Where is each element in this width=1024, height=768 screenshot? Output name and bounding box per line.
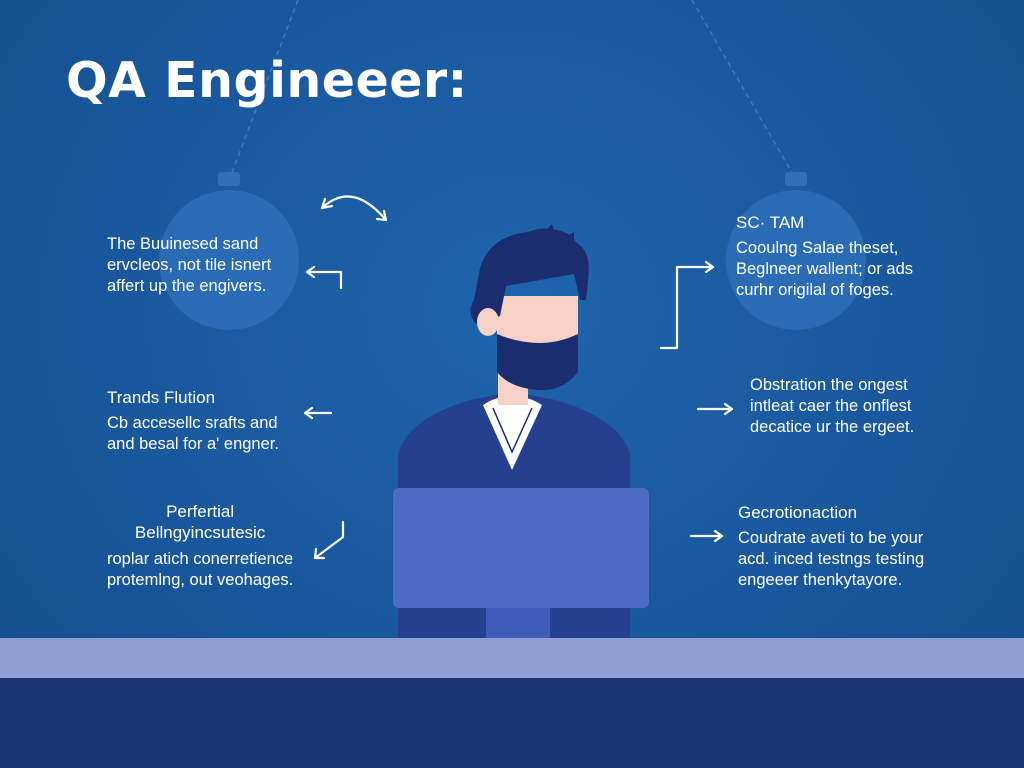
body-line: Beglneer wallent; or ads (736, 260, 914, 278)
body-line: affert up the engivers. (107, 277, 267, 295)
info-block-bottom-left: Perfertial Bellngyincsutesic roplar atic… (107, 501, 293, 591)
base-band (0, 678, 1024, 768)
body-line: roplar atich conerretience (107, 550, 294, 568)
body-line: engeeer thenkytayore. (738, 571, 903, 589)
body-line: intleat caer the onflest (750, 397, 912, 415)
curved-arrow-icon (320, 195, 388, 222)
laptop (393, 488, 649, 608)
hanging-line-right (691, 0, 796, 179)
arrow-right-icon (696, 402, 734, 416)
ornament-left (159, 172, 299, 330)
arrow-bracket-right-icon (659, 260, 715, 350)
arrow-right-lower-icon (689, 529, 724, 543)
info-block-middle-right: Obstration the ongest intleat caer the o… (750, 375, 914, 438)
body-line: acd. inced testngs testing (738, 550, 925, 568)
block-heading: SC· TAM (736, 213, 805, 232)
block-heading: Bellngyincsutesic (134, 523, 266, 542)
body-line: The Buuinesed sand (107, 235, 259, 253)
arrow-down-left-icon (313, 520, 345, 560)
body-line: curhr origilal of foges. (736, 281, 894, 299)
body-line: Cooulng Salae theset, (736, 239, 899, 257)
block-heading: Trands Flution (107, 388, 216, 407)
block-heading: Perfertial (166, 502, 235, 521)
info-block-bottom-right: Gecrotionaction Coudrate aveti to be you… (738, 502, 924, 591)
page-title: QA Engineeer: (66, 52, 468, 109)
info-block-middle-left: Trands Flution Cb accesellc srafts and a… (107, 387, 279, 455)
body-line: ervcleos, not tile isnert (107, 256, 272, 274)
info-block-top-left: The Buuinesed sand ervcleos, not tile is… (107, 234, 271, 297)
block-heading: Gecrotionaction (738, 503, 858, 522)
floor-band (0, 638, 1024, 678)
arrow-left-small-icon (303, 406, 333, 420)
body-line: and besal for a' engner. (107, 435, 279, 453)
body-line: decatice ur the ergeet. (750, 418, 915, 436)
body-line: protemlng, out veohages. (107, 571, 294, 589)
body-line: Obstration the ongest (750, 376, 908, 394)
body-line: Cb accesellc srafts and (107, 414, 278, 432)
ornament-right (726, 172, 866, 330)
engineer-illustration (393, 224, 649, 638)
arrow-left-icon (305, 265, 343, 290)
body-line: Coudrate aveti to be your (738, 529, 924, 547)
info-block-top-right: SC· TAM Cooulng Salae theset, Beglneer w… (736, 212, 913, 301)
